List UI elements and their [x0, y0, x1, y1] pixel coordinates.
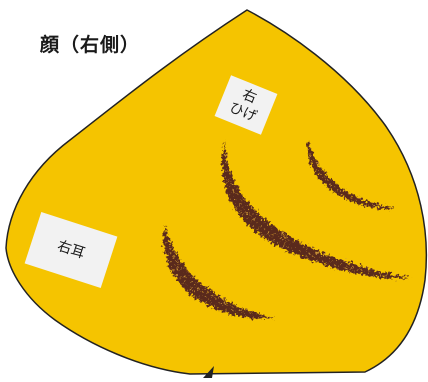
whisker-middle: [222, 140, 410, 279]
face-shape: [5, 9, 428, 375]
whisker-lower: [163, 225, 275, 319]
whisker-label-line2: ひげ: [227, 99, 259, 126]
whisker-group: [163, 140, 410, 319]
diagram-title: 顔（右側）: [40, 34, 141, 56]
whisker-upper: [307, 140, 395, 209]
arrowhead-mark: [203, 366, 214, 378]
ear-label-text: 右耳: [55, 237, 87, 262]
